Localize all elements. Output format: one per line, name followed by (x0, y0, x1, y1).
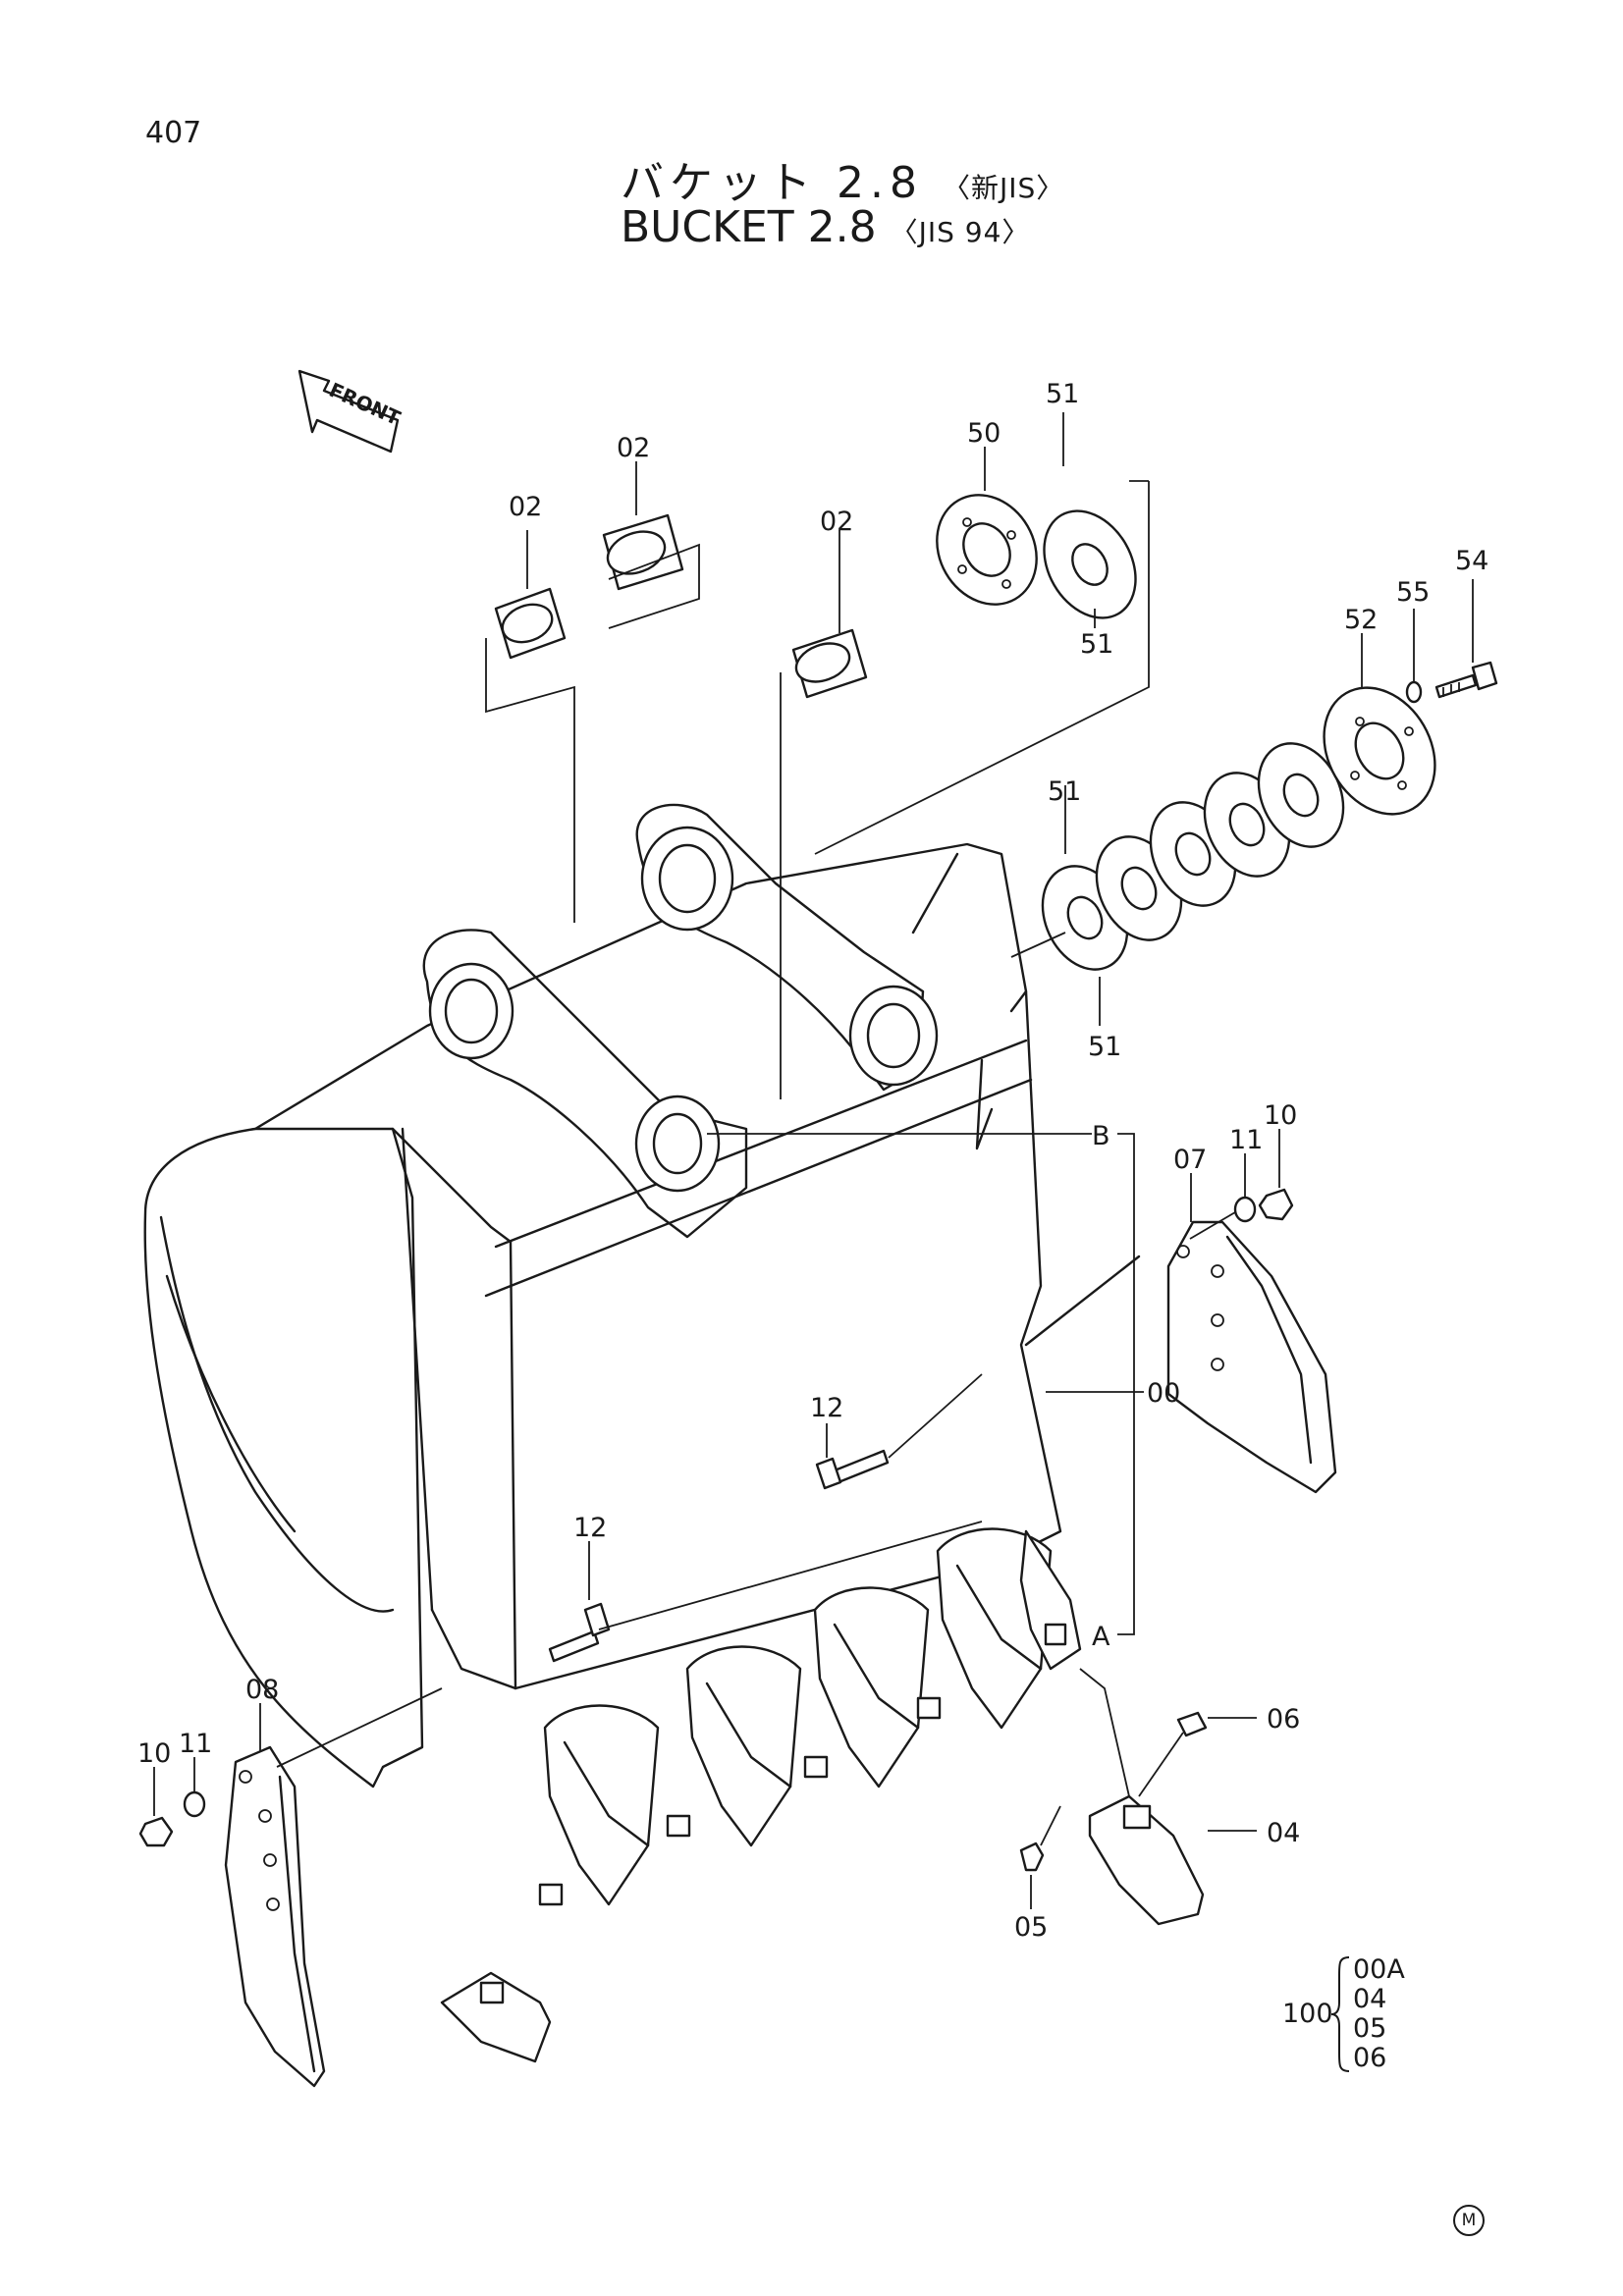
title-english-text: BUCKET 2.8 (621, 202, 877, 252)
shims-51 (1010, 509, 1345, 971)
label-bolt-lower: 12 (573, 1513, 607, 1543)
kit-items: 00A 04 05 06 (1353, 1955, 1405, 2073)
bolts-12 (548, 1373, 983, 1663)
kit-list: 100 00A 04 05 06 (1282, 1955, 1439, 2073)
label-washer-right: 11 (1229, 1125, 1263, 1155)
label-washer-55: 55 (1396, 577, 1430, 608)
bucket-body (143, 842, 1141, 1789)
kit-item: 04 (1353, 1984, 1387, 2014)
bucket-teeth (440, 1527, 1082, 2063)
label-shim-top: 51 (1046, 379, 1079, 409)
tooth-04-slot (1122, 1804, 1152, 1830)
label-bushing-left: 02 (509, 492, 542, 522)
washer-left (183, 1790, 206, 1818)
hinge-boss-left (428, 962, 514, 1060)
plate-washer-bolt (1323, 661, 1498, 816)
label-shim-stack-bottom: 51 (1088, 1032, 1121, 1062)
label-bushing-mid: 02 (617, 433, 650, 463)
label-washer-left: 11 (179, 1729, 212, 1759)
label-tooth-04: 04 (1267, 1818, 1300, 1848)
maker-mark: M (1453, 2205, 1485, 2236)
kit-item: 05 (1353, 2013, 1387, 2044)
label-nut-right: 10 (1264, 1100, 1297, 1131)
kit-brace (1330, 1956, 1350, 2072)
callout-labels: 02 02 02 50 51 51 51 51 52 55 54 B A 00 … (137, 379, 1488, 1943)
front-arrow-text: FRONT (326, 378, 405, 430)
kit-item: 00A (1353, 1954, 1405, 1985)
washer-right (1233, 1196, 1257, 1223)
title-english: BUCKET 2.8 〈JIS 94〉 (621, 202, 1030, 252)
hinge-brackets (422, 803, 939, 1239)
washer-55 (1405, 680, 1423, 704)
label-shim-stack-top: 51 (1048, 776, 1081, 807)
page-number: 407 (145, 116, 202, 150)
kit-number: 100 (1282, 1999, 1333, 2029)
bolt-54 (1434, 673, 1478, 699)
boss-50 (936, 494, 1038, 606)
title-japanese-standard: 〈新JIS〉 (942, 172, 1065, 204)
label-side-cutter-left: 08 (245, 1675, 279, 1705)
side-cutter-right (1166, 1188, 1337, 1494)
tooth-assembly (1019, 1668, 1208, 1926)
label-bushing-right: 02 (820, 507, 853, 537)
kit-item: 06 (1353, 2043, 1387, 2073)
label-shim-top-lower: 51 (1080, 629, 1113, 660)
side-cutter-left (138, 1687, 443, 2088)
bushings (485, 480, 1150, 1099)
title-english-standard: 〈JIS 94〉 (890, 216, 1031, 248)
hinge-boss-upper (640, 826, 734, 932)
hinge-boss-lower (634, 1095, 721, 1193)
nut-right (1258, 1188, 1294, 1221)
plate-52 (1323, 686, 1436, 816)
front-arrow: FRONT (298, 369, 405, 454)
title-japanese-text: バケット 2.8 (621, 158, 923, 208)
label-pin-05: 05 (1014, 1912, 1048, 1943)
label-boss-50: 50 (967, 418, 1001, 449)
label-bolt-upper: 12 (810, 1393, 843, 1423)
label-bolt-54: 54 (1455, 546, 1488, 576)
label-lock-06: 06 (1267, 1704, 1300, 1735)
title-japanese: バケット 2.8 〈新JIS〉 (621, 147, 1064, 210)
label-side-cutter-right: 07 (1173, 1145, 1207, 1175)
pin-05 (1019, 1842, 1045, 1872)
label-plate-52: 52 (1344, 605, 1378, 635)
hinge-boss-right (848, 985, 939, 1087)
label-bucket-00: 00 (1147, 1378, 1180, 1409)
leader-lines (153, 412, 1474, 1909)
lock-06 (1176, 1711, 1208, 1737)
label-nut-left: 10 (137, 1738, 171, 1769)
label-ref-a: A (1092, 1622, 1110, 1652)
label-ref-b: B (1092, 1121, 1110, 1151)
nut-left (138, 1816, 174, 1847)
